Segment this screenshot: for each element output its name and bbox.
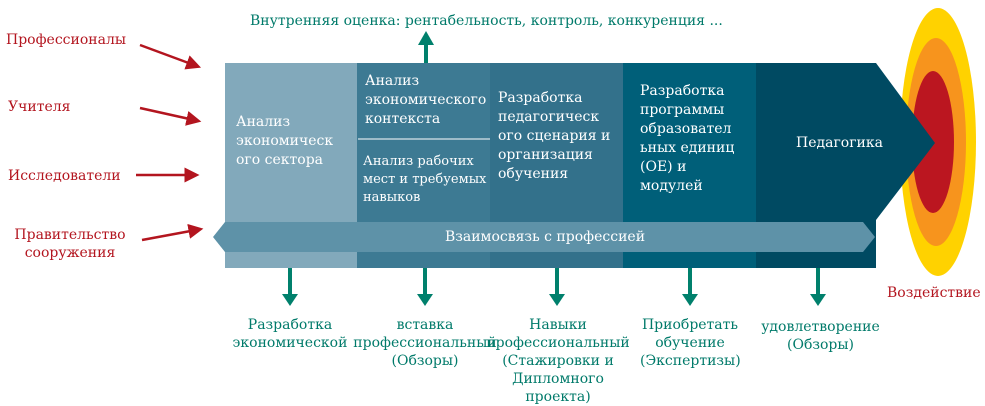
actor-professionals: Профессионалы <box>6 32 126 48</box>
profession-band <box>213 222 875 252</box>
outcome-arrows <box>282 31 826 306</box>
stage-2-label: Анализ экономического контекста <box>365 73 487 127</box>
profession-band-label: Взаимосвязь с профессией <box>444 229 646 245</box>
stage-5-arrow <box>756 63 935 268</box>
actor-arrows <box>136 43 204 242</box>
stage-4-label: Разработка программы образовател ьных ед… <box>640 83 735 194</box>
outcome-2: вставка профессиональный (Обзоры) <box>353 317 497 369</box>
outcome-5: удовлетворение (Обзоры) <box>761 319 880 353</box>
stage-3-label: Разработка педагогическ ого сценария и о… <box>498 90 611 182</box>
outcome-3: Навыки профессиональный (Стажировки и Ди… <box>486 317 630 405</box>
outcome-1: Разработка экономической <box>232 317 348 351</box>
stage-2-sublabel: Анализ рабочих мест и требуемых навыков <box>363 154 487 205</box>
stage-1-label: Анализ экономическ ого сектора <box>236 114 334 168</box>
actor-researchers: Исследователи <box>8 168 121 184</box>
impact-label: Воздействие <box>887 285 981 301</box>
outcome-4: Приобретать обучение (Экспертизы) <box>640 317 741 369</box>
internal-assessment-note: Внутренняя оценка: рентабельность, контр… <box>250 13 723 29</box>
actor-government: Правительство сооружения <box>14 227 126 261</box>
stage-5-label: Педагогика <box>796 135 883 151</box>
actor-teachers: Учителя <box>8 99 71 115</box>
impact-target <box>900 8 976 276</box>
